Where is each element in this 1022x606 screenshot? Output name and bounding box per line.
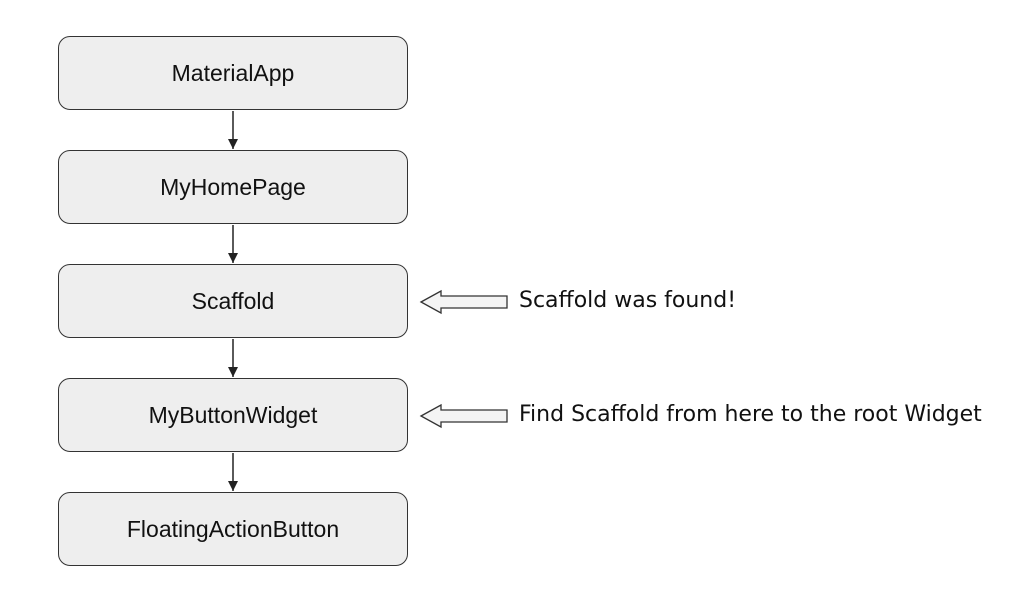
- node-materialapp: MaterialApp: [58, 36, 408, 110]
- arrowhead-4: [228, 481, 238, 491]
- node-myhomepage: MyHomePage: [58, 150, 408, 224]
- node-scaffold: Scaffold: [58, 264, 408, 338]
- node-label: MyHomePage: [160, 173, 306, 200]
- annotation-scaffold-found: Scaffold was found!: [519, 288, 737, 313]
- annotation-find-scaffold: Find Scaffold from here to the root Widg…: [519, 402, 982, 427]
- hollow-arrow-mybuttonwidget: [419, 403, 508, 429]
- arrowhead-3: [228, 367, 238, 377]
- node-label: Scaffold: [191, 287, 275, 314]
- hollow-arrow-scaffold: [419, 289, 508, 315]
- node-label: MyButtonWidget: [148, 401, 318, 428]
- node-label: MaterialApp: [171, 59, 295, 86]
- arrowhead-2: [228, 253, 238, 263]
- node-mybuttonwidget: MyButtonWidget: [58, 378, 408, 452]
- arrowhead-1: [228, 139, 238, 149]
- node-floatingactionbutton: FloatingActionButton: [58, 492, 408, 566]
- node-label: FloatingActionButton: [126, 515, 340, 542]
